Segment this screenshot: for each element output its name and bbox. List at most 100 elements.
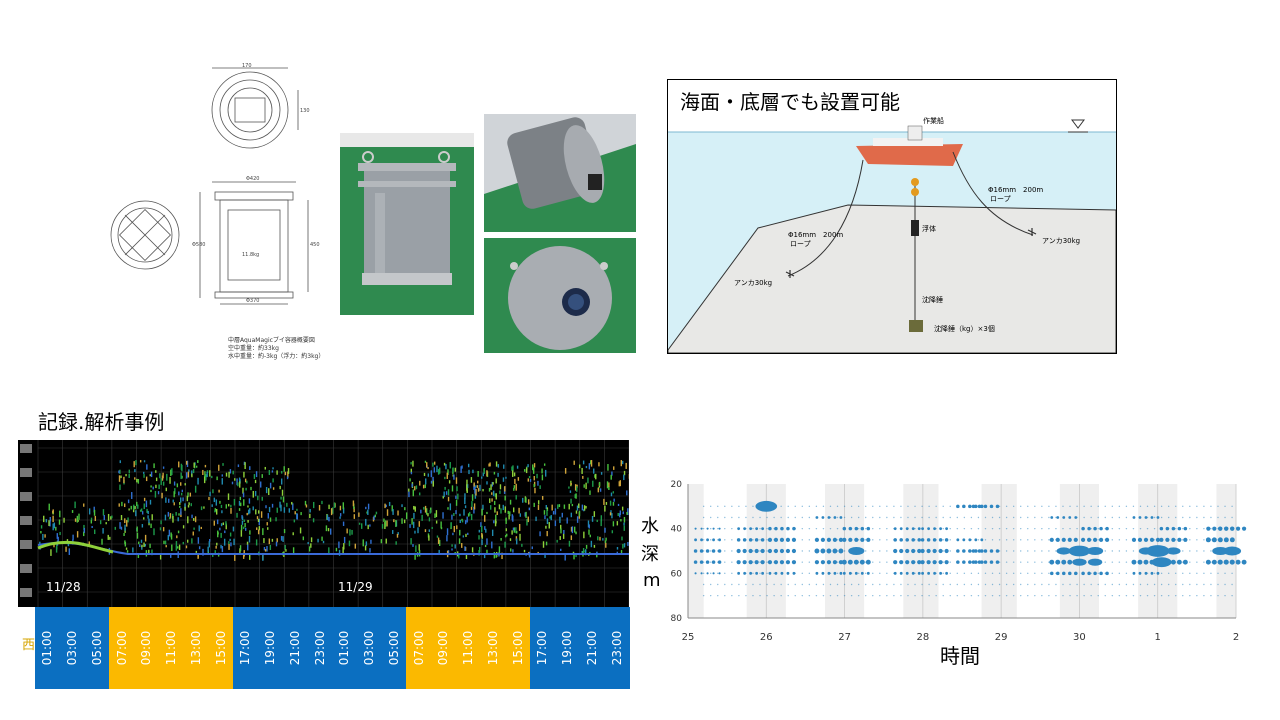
- background-dot: [1203, 594, 1205, 597]
- background-dot: [1132, 583, 1135, 586]
- background-dot: [907, 505, 909, 508]
- background-dot: [857, 516, 860, 519]
- data-point: [755, 571, 759, 575]
- data-point: [1086, 546, 1104, 556]
- timebar-segment-night: [35, 607, 110, 689]
- label-sub: 沈降錘: [922, 296, 943, 304]
- background-dot: [1020, 539, 1022, 541]
- background-dot: [1055, 594, 1057, 597]
- background-dot: [829, 583, 832, 586]
- background-dot: [766, 594, 768, 597]
- background-dot: [843, 516, 846, 519]
- data-point: [785, 548, 791, 554]
- ylabel-char-3: m: [643, 570, 661, 591]
- data-point: [791, 548, 797, 554]
- data-point: [1068, 545, 1091, 557]
- background-dot: [1111, 539, 1114, 541]
- timebar-tick: 09:00: [431, 607, 456, 689]
- data-point: [1165, 526, 1170, 531]
- background-dot: [1210, 583, 1212, 586]
- timebar-tick-label: 05:00: [386, 630, 401, 666]
- date-label-2: 11/29: [338, 580, 373, 594]
- data-point: [773, 548, 779, 554]
- background-dot: [1182, 583, 1184, 586]
- timebar-tick: 01:00: [35, 607, 60, 689]
- data-point: [944, 538, 949, 542]
- background-dot: [970, 527, 973, 530]
- data-point: [1074, 571, 1078, 576]
- data-point: [717, 560, 722, 564]
- data-point: [1098, 537, 1104, 542]
- background-dot: [836, 516, 839, 519]
- data-point: [1158, 559, 1164, 565]
- data-point: [821, 571, 825, 575]
- background-dot: [815, 527, 818, 530]
- data-point: [995, 549, 1000, 553]
- background-dot: [1111, 550, 1114, 552]
- timebar-tick: 05:00: [85, 607, 110, 689]
- background-dot: [1083, 516, 1085, 519]
- data-point: [833, 516, 837, 519]
- x-tick-label: 29: [995, 632, 1008, 643]
- data-point: [1081, 571, 1085, 576]
- background-dot: [1175, 594, 1177, 597]
- background-dot: [1076, 527, 1078, 530]
- background-dot: [780, 505, 782, 508]
- background-dot: [710, 516, 712, 519]
- background-dot: [752, 539, 754, 541]
- timebar-segment-day: [109, 607, 234, 689]
- data-point: [926, 548, 931, 554]
- background-dot: [724, 539, 726, 541]
- background-dot: [724, 594, 726, 597]
- data-point: [899, 548, 904, 554]
- data-point: [826, 537, 832, 542]
- data-point: [838, 560, 844, 565]
- data-point: [820, 537, 826, 542]
- data-point: [1061, 537, 1066, 542]
- background-dot: [808, 572, 811, 575]
- data-point: [706, 527, 709, 530]
- data-point: [1146, 545, 1170, 557]
- data-point: [833, 571, 837, 575]
- timebar-tick-label: 23:00: [312, 630, 327, 666]
- echogram-depth-marker: [20, 468, 32, 477]
- background-dot: [1083, 594, 1085, 597]
- data-point: [694, 538, 697, 542]
- background-dot: [787, 594, 789, 597]
- data-point: [1217, 537, 1223, 543]
- data-point: [933, 571, 936, 575]
- timebar-tick-label: 07:00: [114, 630, 129, 666]
- background-dot: [1231, 505, 1233, 508]
- data-point: [917, 527, 921, 531]
- background-dot: [921, 594, 923, 597]
- background-dot: [914, 527, 916, 530]
- background-dot: [710, 572, 712, 575]
- data-point: [718, 538, 721, 542]
- background-dot: [1055, 505, 1057, 508]
- data-point: [1177, 526, 1182, 531]
- background-dot: [1231, 516, 1233, 519]
- background-dot: [921, 516, 923, 519]
- background-dot: [1132, 550, 1135, 552]
- background-dot: [731, 572, 733, 575]
- background-dot: [815, 583, 818, 586]
- background-dot: [1153, 572, 1156, 575]
- background-dot: [1076, 505, 1078, 508]
- data-point: [917, 560, 922, 565]
- data-point: [1144, 571, 1148, 575]
- dim-body-height: 450: [310, 242, 320, 248]
- background-dot: [1034, 527, 1036, 530]
- background-dot: [956, 594, 959, 597]
- background-dot: [808, 561, 811, 563]
- background-dot: [815, 505, 818, 508]
- data-point: [773, 560, 779, 565]
- background-dot: [787, 583, 789, 586]
- x-tick-label: 30: [1073, 632, 1086, 643]
- background-dot: [998, 505, 1001, 508]
- background-dot: [759, 550, 761, 552]
- background-dot: [872, 516, 874, 519]
- data-point: [865, 559, 871, 565]
- background-dot: [879, 572, 881, 575]
- date-label-1: 11/28: [46, 580, 81, 594]
- data-point: [699, 560, 704, 564]
